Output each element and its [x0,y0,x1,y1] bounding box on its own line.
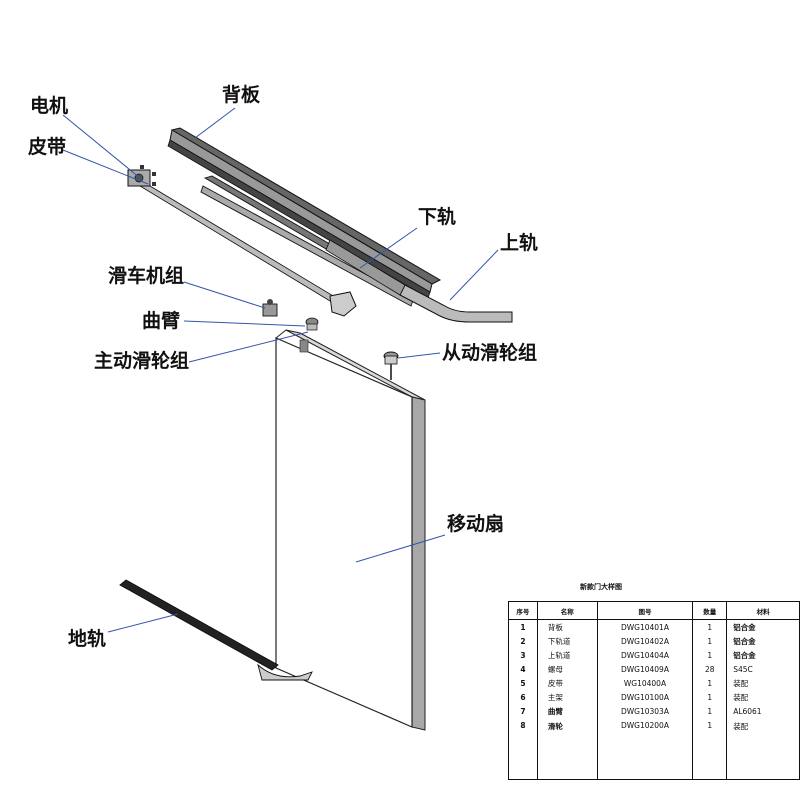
bom-cell-qty: 1 [692,619,728,634]
bom-cell-code: DWG10401A [596,619,694,634]
bom-cell-material: 铝合金 [726,634,800,648]
bom-cell-code: DWG10100A [596,690,694,704]
bom-table: 序号 名称 图号 数量 材料 1 背板 DWG10401A 1 铝合金 2 下轨… [508,601,800,800]
callout-driven-pulley: 从动滑轮组 [442,342,538,364]
bom-cell-name: 下轨道 [536,634,598,648]
bom-cell-material: 装配 [726,676,800,690]
bom-cell-qty: 1 [692,648,728,662]
callout-curved-arm: 曲臂 [142,310,181,332]
bom-row: 4 螺母 DWG10409A 28 S45C [508,662,800,676]
callout-back-plate: 背板 [222,84,261,106]
bom-cell-qty: 1 [692,704,728,718]
bom-cell-no: 4 [508,662,538,676]
bom-cell-code: DWG10303A [596,704,694,718]
callout-drive-pulley: 主动滑轮组 [94,350,190,372]
bom-cell-code: DWG10402A [596,634,694,648]
bom-row: 3 上轨道 DWG10404A 1 铝合金 [508,648,800,662]
bom-cell-qty: 1 [692,718,728,780]
bom-cell-material: 装配 [726,718,800,780]
bom-row: 8 滑轮 DWG10200A 1 装配 [508,718,800,780]
bom-row: 2 下轨道 DWG10402A 1 铝合金 [508,634,800,648]
bom-cell-code: DWG10409A [596,662,694,676]
bom-cell-name: 主架 [536,690,598,704]
bom-header-code: 图号 [596,601,694,620]
callout-carriage-group: 滑车机组 [108,265,185,287]
callout-floor-rail: 地轨 [68,628,107,650]
floor-rail-part [119,579,313,681]
bom-row: 5 皮带 WG10400A 1 装配 [508,676,800,690]
moving-leaf-panel [275,329,426,731]
bom-cell-qty: 28 [692,662,728,676]
bom-cell-no: 3 [508,648,538,662]
bom-header-row: 序号 名称 图号 数量 材料 [508,601,800,620]
bom-cell-name: 上轨道 [536,648,598,662]
callout-lower-rail: 下轨 [418,206,457,228]
bom-cell-code: DWG10200A [596,718,694,780]
carriage-group-part [262,299,278,317]
bom-cell-no: 2 [508,634,538,648]
bom-cell-no: 8 [508,718,538,780]
bom-cell-name: 背板 [536,619,598,634]
bom-row: 6 主架 DWG10100A 1 装配 [508,690,800,704]
bom-row: 7 曲臂 DWG10303A 1 AL6061 [508,704,800,718]
callout-motor: 电机 [30,95,69,117]
bom-cell-no: 7 [508,704,538,718]
bom-cell-material: AL6061 [726,704,800,718]
driven-pulley-part [383,351,399,380]
bom-cell-name: 滑轮 [536,718,598,780]
bom-title: 新款门大样图 [580,583,622,591]
bom-cell-name: 曲臂 [536,704,598,718]
bom-cell-code: WG10400A [596,676,694,690]
motor-part [127,165,156,187]
drive-pulley-part [305,317,319,331]
callout-belt: 皮带 [28,136,67,158]
bom-header-name: 名称 [536,601,598,620]
bom-header-material: 材料 [726,601,800,620]
bom-cell-no: 6 [508,690,538,704]
callout-upper-rail: 上轨 [500,232,539,254]
bom-cell-no: 1 [508,619,538,634]
bom-cell-qty: 1 [692,690,728,704]
bom-row: 1 背板 DWG10401A 1 铝合金 [508,619,800,634]
bom-cell-material: 铝合金 [726,648,800,662]
bom-cell-material: S45C [726,662,800,676]
bom-cell-qty: 1 [692,634,728,648]
bom-cell-material: 铝合金 [726,619,800,634]
bom-header-no: 序号 [508,601,538,620]
callout-moving-leaf: 移动扇 [447,513,505,535]
bom-cell-name: 皮带 [536,676,598,690]
bom-cell-no: 5 [508,676,538,690]
bom-cell-name: 螺母 [536,662,598,676]
leader-lines [62,107,499,633]
bom-cell-material: 装配 [726,690,800,704]
bom-cell-code: DWG10404A [596,648,694,662]
bom-header-qty: 数量 [692,601,728,620]
back-plate-part [167,127,442,299]
upper-rail-part [325,239,513,323]
bom-cell-qty: 1 [692,676,728,690]
belt-bracket-part [329,291,357,317]
